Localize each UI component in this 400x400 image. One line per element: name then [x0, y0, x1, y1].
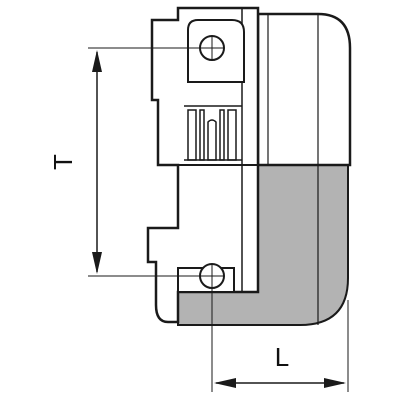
l-arrow-left	[214, 378, 236, 388]
t-arrow-bottom	[92, 252, 102, 274]
section-fill	[177, 164, 349, 326]
housing-outline	[256, 12, 352, 167]
l-dimension-label: L	[275, 342, 289, 372]
t-dimension-label: T	[48, 154, 78, 170]
grip-fingers	[184, 105, 242, 161]
l-arrow-right	[324, 378, 346, 388]
t-arrow-top	[92, 50, 102, 72]
